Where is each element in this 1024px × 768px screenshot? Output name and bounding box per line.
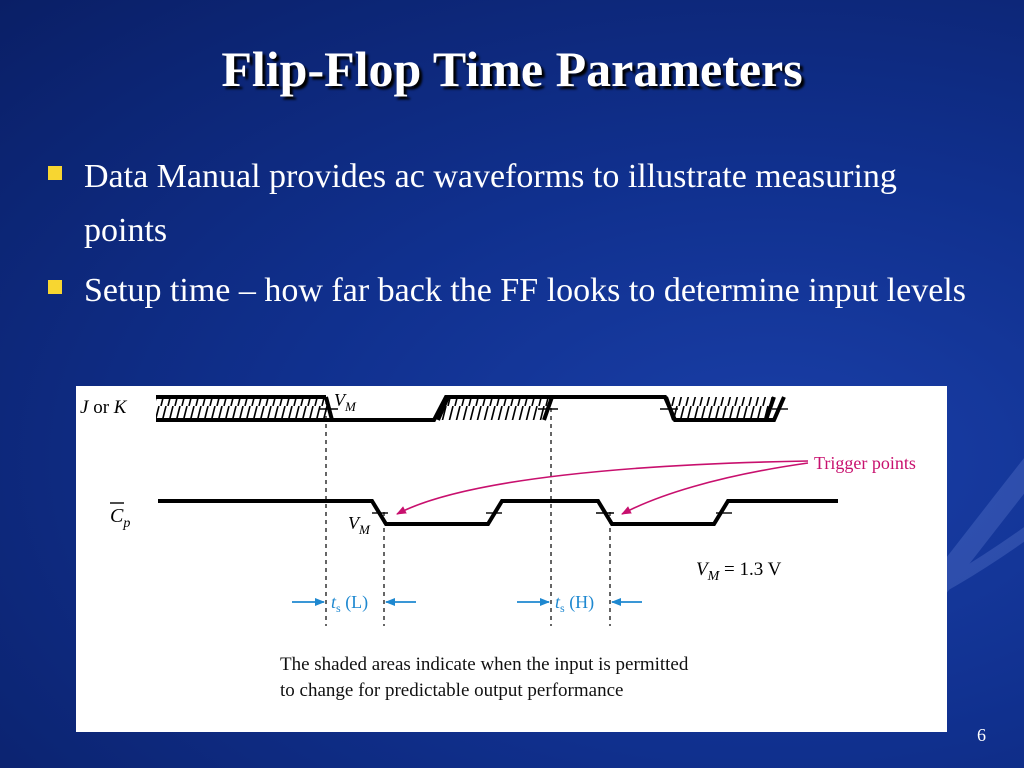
hatched-region [666,397,774,420]
ts-low-sub: s [336,601,341,615]
cp-label-c: C [110,505,124,527]
ts-high-sub: s [560,601,565,615]
vm-eq-sub: M [707,569,721,584]
bullet-square-icon [48,280,62,294]
bullet-item: Data Manual provides ac waveforms to ill… [48,150,978,258]
slide-number: 6 [977,725,986,745]
bullet-text: Setup time – how far back the FF looks t… [84,272,966,309]
ts-high-label: ts (H) [555,592,594,615]
hatched-region [156,397,332,420]
bullet-item: Setup time – how far back the FF looks t… [48,264,978,318]
cp-label: Cp [110,502,130,531]
vm-eq-value: = 1.3 V [719,559,781,580]
vm-top-v: V [334,390,347,410]
trigger-points-label: Trigger points [814,453,916,473]
jk-label-j: J [80,397,90,418]
timing-diagram-svg: J or K Cp VM VM Trigger points VM = 1.3 … [80,390,916,626]
figure-caption: The shaded areas indicate when the input… [280,654,689,701]
ts-high-level: (H) [565,592,595,613]
vm-equation: VM = 1.3 V [696,559,782,584]
cp-label-sub: p [122,516,130,531]
reference-dashed-lines [325,400,611,626]
vm-mid-sub: M [358,522,371,537]
vm-top-label: VM [334,390,357,414]
svg-text:Cp: Cp [110,505,130,531]
vm-eq-v: V [696,559,710,580]
vm-mid-label: VM [348,513,371,537]
timing-diagram: J or K Cp VM VM Trigger points VM = 1.3 … [76,386,947,732]
ts-low-level: (L) [341,592,368,613]
bullet-list: Data Manual provides ac waveforms to ill… [48,150,978,324]
vm-mid-v: V [348,513,361,533]
jk-label-or: or [88,397,113,418]
bullet-text: Data Manual provides ac waveforms to ill… [84,158,897,249]
ts-high-t: t [555,592,561,612]
slide-title: Flip-Flop Time Parameters [221,41,803,97]
bullet-square-icon [48,166,62,180]
hatched-region [438,397,552,420]
jk-label: J or K [80,397,128,418]
ts-low-t: t [331,592,337,612]
vm-top-sub: M [344,399,357,414]
trigger-arrows [396,460,809,515]
jk-label-k: K [113,397,128,418]
ts-low-label: ts (L) [331,592,368,615]
